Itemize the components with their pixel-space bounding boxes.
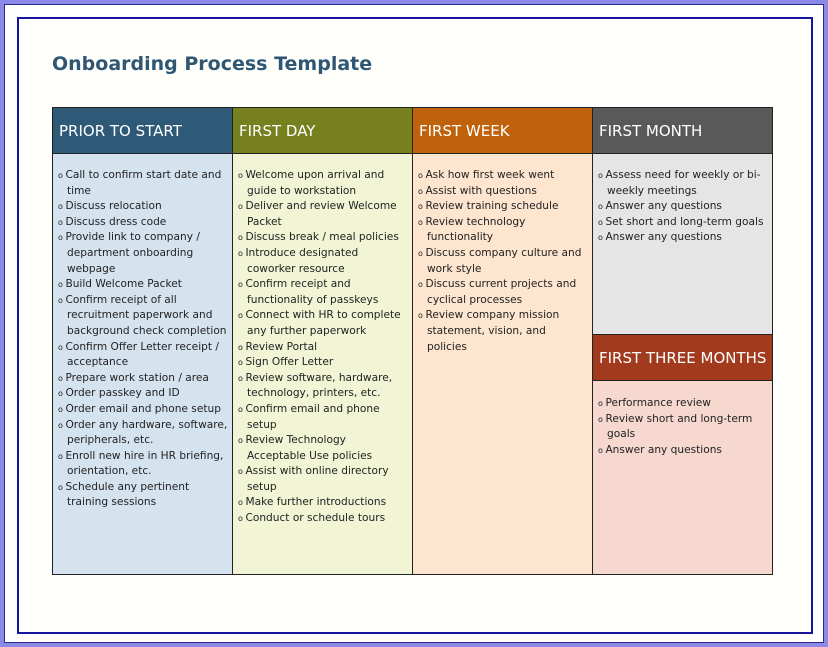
list-item: Discuss company culture and work style: [418, 246, 588, 277]
item-list: Performance reviewReview short and long-…: [593, 381, 772, 458]
item-list: Ask how first week wentAssist with quest…: [413, 154, 592, 355]
list-item: Confirm Offer Letter receipt / acceptanc…: [58, 340, 228, 371]
list-item: Review training schedule: [418, 199, 588, 215]
list-item: Order email and phone setup: [58, 402, 228, 418]
list-item: Connect with HR to complete any further …: [238, 308, 408, 339]
list-item: Prepare work station / area: [58, 371, 228, 387]
list-item: Provide link to company / department onb…: [58, 230, 228, 277]
list-item: Welcome upon arrival and guide to workst…: [238, 168, 408, 199]
column-prior-to-start: PRIOR TO STARTCall to confirm start date…: [52, 107, 233, 575]
column-header: FIRST WEEK: [413, 108, 592, 154]
item-list: Welcome upon arrival and guide to workst…: [233, 154, 412, 527]
column-header: FIRST MONTH: [593, 108, 772, 154]
list-item: Ask how first week went: [418, 168, 588, 184]
list-item: Assist with online directory setup: [238, 464, 408, 495]
list-item: Performance review: [598, 396, 768, 412]
list-item: Make further introductions: [238, 495, 408, 511]
list-item: Build Welcome Packet: [58, 277, 228, 293]
column-first-day: FIRST DAY Welcome upon arrival and guide …: [232, 107, 413, 575]
list-item: Review software, hardware, technology, p…: [238, 371, 408, 402]
list-item: Enroll new hire in HR briefing, orientat…: [58, 449, 228, 480]
column-first-week: FIRST WEEKAsk how first week wentAssist …: [412, 107, 593, 575]
list-item: Set short and long-term goals: [598, 215, 768, 231]
list-item: Order any hardware, software, peripheral…: [58, 418, 228, 449]
list-item: Order passkey and ID: [58, 386, 228, 402]
list-item: Discuss break / meal policies: [238, 230, 408, 246]
list-item: Answer any questions: [598, 230, 768, 246]
list-item: Assess need for weekly or bi-weekly meet…: [598, 168, 768, 199]
list-item: Discuss dress code: [58, 215, 228, 231]
list-item: Discuss current projects and cyclical pr…: [418, 277, 588, 308]
item-list: Call to confirm start date and timeDiscu…: [53, 154, 232, 511]
item-list: Assess need for weekly or bi-weekly meet…: [593, 154, 772, 246]
column-header: PRIOR TO START: [53, 108, 232, 154]
list-item: Schedule any pertinent training sessions: [58, 480, 228, 511]
list-item: Answer any questions: [598, 443, 768, 459]
list-item: Confirm receipt and functionality of pas…: [238, 277, 408, 308]
column-first-month: FIRST MONTH Assess need for weekly or bi-…: [592, 107, 773, 335]
list-item: Confirm email and phone setup: [238, 402, 408, 433]
list-item: Deliver and review Welcome Packet: [238, 199, 408, 230]
list-item: Review short and long-term goals: [598, 412, 768, 443]
list-item: Answer any questions: [598, 199, 768, 215]
list-item: Introduce designated coworker resource: [238, 246, 408, 277]
list-item: Review Portal: [238, 340, 408, 356]
column-first-three-months: FIRST THREE MONTHSPerformance reviewRevi…: [592, 334, 773, 575]
list-item: Discuss relocation: [58, 199, 228, 215]
column-header: FIRST DAY: [233, 108, 412, 154]
list-item: Assist with questions: [418, 184, 588, 200]
page-title: Onboarding Process Template: [52, 53, 373, 75]
list-item: Conduct or schedule tours: [238, 511, 408, 527]
list-item: Review company mission statement, vision…: [418, 308, 588, 355]
list-item: Review Technology Acceptable Use policie…: [238, 433, 408, 464]
list-item: Review technology functionality: [418, 215, 588, 246]
list-item: Confirm receipt of all recruitment paper…: [58, 293, 228, 340]
list-item: Call to confirm start date and time: [58, 168, 228, 199]
list-item: Sign Offer Letter: [238, 355, 408, 371]
column-header: FIRST THREE MONTHS: [593, 335, 772, 381]
